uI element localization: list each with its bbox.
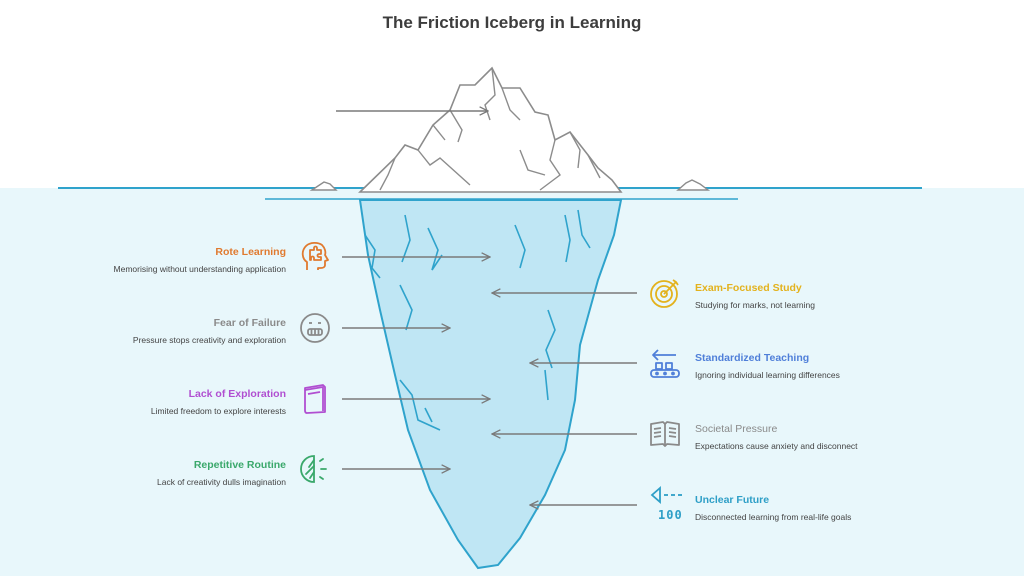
open-book-icon (650, 421, 680, 447)
label-description: Disconnected learning from real-life goa… (695, 512, 852, 522)
iceberg-crack-lines (364, 209, 591, 431)
submerged-iceberg (358, 199, 623, 570)
label-exam-focused-study: Exam-Focused Study Studying for marks, n… (695, 282, 995, 310)
label-title: Fear of Failure (213, 317, 286, 329)
label-description: Expectations cause anxiety and disconnec… (695, 441, 858, 451)
label-title: Unclear Future (695, 494, 770, 506)
ice-bit-left (309, 181, 338, 191)
conveyor-icon (650, 349, 680, 378)
label-title: Lack of Exploration (188, 388, 286, 400)
label-standardized-teaching: Standardized Teaching Ignoring individua… (695, 352, 995, 380)
label-title: Societal Pressure (695, 423, 778, 435)
label-lack-of-exploration: Lack of Exploration Limited freedom to e… (0, 388, 286, 416)
iceberg-tip (358, 66, 623, 193)
target-icon (650, 279, 679, 308)
pointer-arrows (336, 111, 637, 505)
label-description: Pressure stops creativity and exploratio… (132, 335, 286, 345)
label-repetitive-routine: Repetitive Routine Lack of creativity du… (0, 459, 286, 487)
grimace-face-icon (300, 313, 330, 343)
label-rote-learning: Rote Learning Memorising without underst… (0, 246, 286, 274)
label-unclear-future: Unclear Future Disconnected learning fro… (695, 494, 995, 522)
label-title: Standardized Teaching (695, 352, 810, 364)
page-title: The Friction Iceberg in Learning (382, 13, 642, 32)
label-title: Rote Learning (215, 246, 286, 258)
arrow-100-icon-arrow (650, 486, 682, 504)
label-title: Repetitive Routine (193, 459, 286, 471)
label-description: Studying for marks, not learning (695, 300, 816, 310)
half-circle-rays-icon (300, 455, 327, 483)
book-icon (304, 384, 326, 414)
arrow-100-icon-text: 100 (658, 508, 683, 522)
ice-bit-right (676, 179, 711, 191)
label-title: Exam-Focused Study (695, 282, 802, 294)
iceberg-tip-ridges (379, 67, 601, 191)
arrow-100-icon: 100 (648, 486, 688, 526)
head-puzzle-icon (301, 241, 329, 270)
label-description: Lack of creativity dulls imagination (157, 477, 286, 487)
label-description: Memorising without understanding applica… (113, 264, 286, 274)
label-fear-of-failure: Fear of Failure Pressure stops creativit… (0, 317, 286, 345)
label-description: Limited freedom to explore interests (150, 406, 286, 416)
label-societal-pressure: Societal Pressure Expectations cause anx… (695, 423, 995, 451)
label-description: Ignoring individual learning differences (695, 370, 840, 380)
